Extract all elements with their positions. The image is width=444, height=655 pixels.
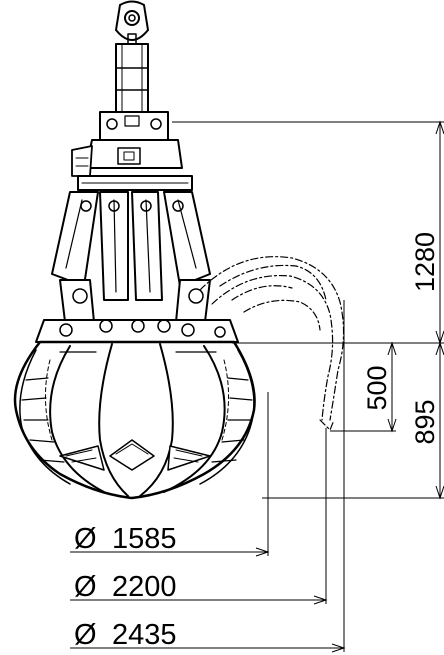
stroke-open-label: 500 — [362, 365, 392, 410]
height-upper-label: 1280 — [410, 232, 440, 292]
dia1585-value: 1585 — [112, 523, 177, 555]
dia2200-arrow — [313, 595, 328, 605]
hinge-ring — [35, 319, 239, 343]
dimension-lines — [70, 120, 444, 653]
arm-assembly — [51, 191, 211, 331]
arrow-bottom — [435, 485, 444, 500]
dia2200-symbol: Ø — [74, 571, 97, 603]
arrow-top — [435, 120, 444, 135]
dia2435-value: 2435 — [112, 619, 177, 651]
dia1585-symbol: Ø — [74, 523, 97, 555]
dia1585-arrow — [255, 547, 270, 557]
height-lower-label: 895 — [410, 399, 440, 444]
suspension-eye — [115, 0, 149, 45]
grab-illustration — [13, 0, 345, 500]
open-tine-phantom — [199, 256, 345, 431]
arrow-500-bottom — [387, 418, 397, 433]
closed-tines — [13, 340, 256, 500]
rotator-head — [71, 111, 193, 191]
arrow-mid-down — [435, 341, 444, 356]
dia2435-symbol: Ø — [74, 619, 97, 651]
suspension-link — [115, 43, 149, 115]
dia2435-arrow — [331, 643, 346, 653]
arrow-500-top — [387, 341, 397, 356]
dia2200-value: 2200 — [112, 571, 177, 603]
diameter-labels: Ø 1585 Ø 2200 Ø 2435 — [74, 523, 177, 651]
